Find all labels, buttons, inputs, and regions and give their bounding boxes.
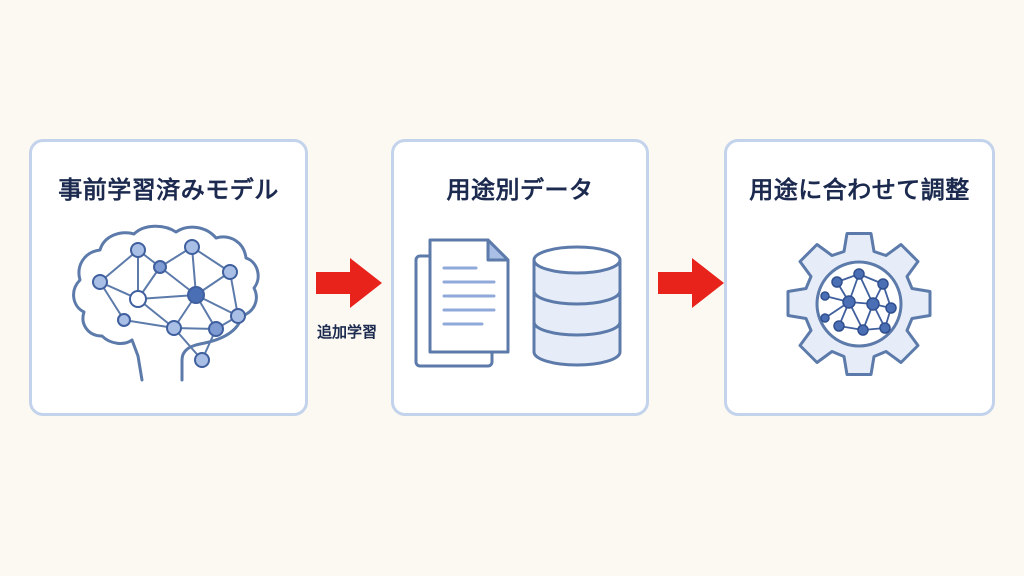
brain-network-icon <box>72 224 260 382</box>
step-title-pretrained-model: 事前学習済みモデル <box>58 176 279 204</box>
document-icon <box>414 238 510 368</box>
step-card-tuned-model: 用途に合わせて調整 <box>724 139 995 416</box>
step-card-task-data: 用途別データ <box>391 139 649 416</box>
database-icon <box>532 245 622 367</box>
step-title-tuned-model: 用途に合わせて調整 <box>749 176 970 204</box>
gear-network-icon <box>786 232 932 376</box>
arrow-right-icon <box>658 258 724 308</box>
documents-database-icon <box>414 238 622 368</box>
step-title-task-data: 用途別データ <box>446 176 594 204</box>
arrow-right-icon <box>316 258 382 308</box>
arrow-label-additional-training: 追加学習 <box>316 323 377 341</box>
step-card-pretrained-model: 事前学習済みモデル <box>29 139 308 416</box>
